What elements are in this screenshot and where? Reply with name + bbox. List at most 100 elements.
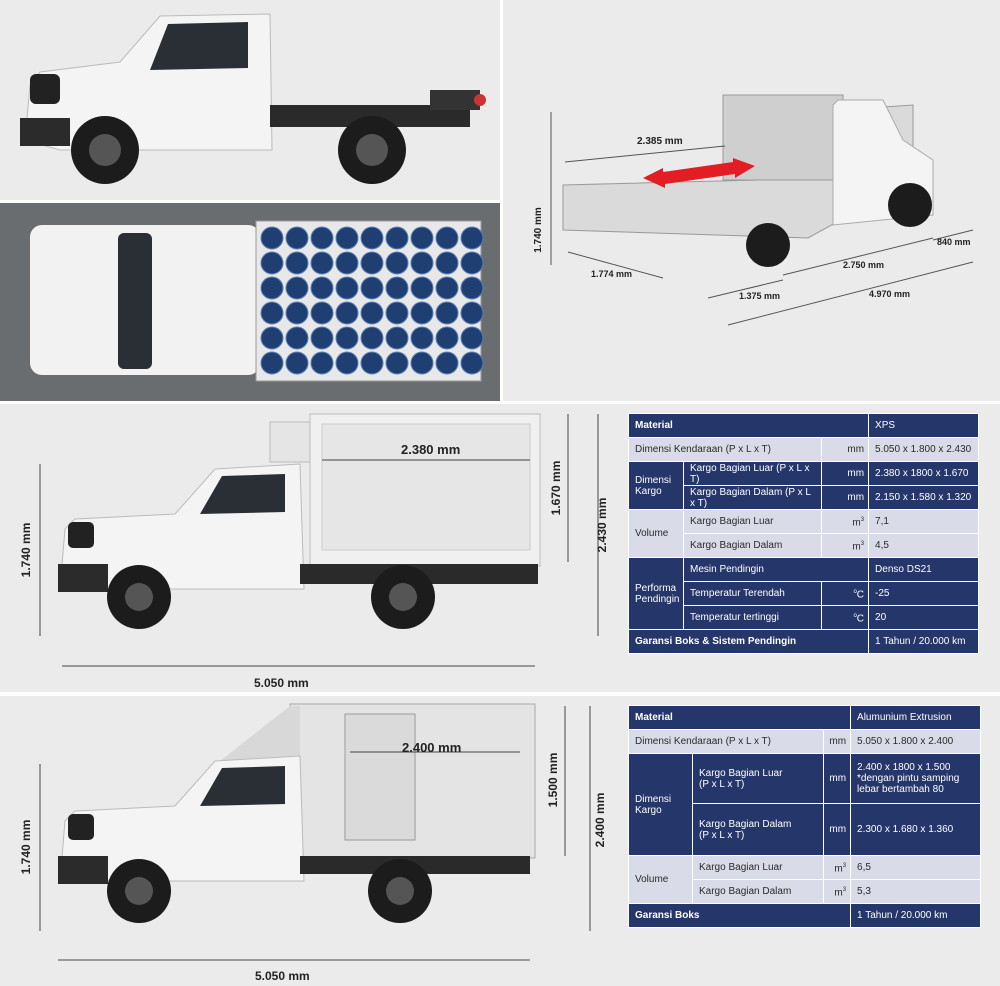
gallon-icon (260, 226, 284, 250)
box-vehicle-dim-label: Dimensi Kendaraan (P x L x T) (628, 729, 824, 754)
freezer-volume-group: Volume (628, 509, 684, 558)
box-vol-inner-label: Kargo Bagian Dalam (692, 879, 824, 904)
gallon-icon (410, 276, 434, 300)
gallon-icon (435, 351, 459, 375)
box-cargo-inner-label: Kargo Bagian Dalam(P x L x T) (692, 803, 824, 856)
gallon-icon (460, 251, 484, 275)
box-cargo-inner-unit: mm (822, 803, 852, 856)
freezer-vehicle-dim-unit: mm (820, 437, 870, 462)
gallon-icon (335, 226, 359, 250)
chassis-side-illustration (20, 13, 486, 184)
gallon-icon (460, 326, 484, 350)
gallon-icon (385, 276, 409, 300)
freezer-box-length-label: 2.380 mm (401, 442, 460, 457)
gallon-icon (260, 276, 284, 300)
gallon-icon (335, 326, 359, 350)
box-material-label: Material (627, 705, 852, 730)
gallon-icon (385, 326, 409, 350)
box-total-height-label: 2.400 mm (593, 793, 607, 848)
gallon-icon (410, 326, 434, 350)
freezer-vehicle-dim-label: Dimensi Kendaraan (P x L x T) (628, 437, 822, 462)
box-cab-height-label: 1.740 mm (19, 820, 33, 875)
pickup-dimension-illustration: 1.740 mm 2.385 mm 1.774 mm 2.750 mm 840 … (533, 94, 974, 326)
gallon-icon (460, 226, 484, 250)
gallon-icon (285, 276, 309, 300)
freezer-vol-inner-label: Kargo Bagian Dalam (683, 533, 822, 558)
freezer-material-value: XPS (868, 413, 980, 438)
box-cargo-group: Dimensi Kargo (628, 753, 693, 856)
gallon-icon (360, 351, 384, 375)
gallon-icon (410, 301, 434, 325)
gallon-icon (385, 351, 409, 375)
gallon-icon (410, 226, 434, 250)
gallon-icon (335, 301, 359, 325)
freezer-vol-outer-unit: m3 (820, 509, 870, 534)
gallon-icon (310, 276, 334, 300)
top-view-gallon-illustration (30, 220, 484, 382)
box-cargo-outer-unit: mm (822, 753, 852, 804)
freezer-total-length-label: 5.050 mm (254, 676, 309, 690)
freezer-total-height-label: 2.430 mm (595, 498, 609, 553)
freezer-engine-value: Denso DS21 (868, 557, 980, 582)
box-material-value: Alumunium Extrusion (850, 705, 982, 730)
gallon-icon (360, 226, 384, 250)
freezer-cargo-inner-value: 2.150 x 1.580 x 1.320 (868, 485, 980, 510)
gallon-icon (285, 351, 309, 375)
freezer-material-label: Material (627, 413, 870, 438)
freezer-vol-outer-label: Kargo Bagian Luar (683, 509, 822, 534)
freezer-box-height-label: 1.670 mm (549, 461, 563, 516)
gallon-icon (360, 326, 384, 350)
box-cargo-outer-value: 2.400 x 1800 x 1.500*dengan pintu sampin… (850, 753, 982, 804)
freezer-temp-high-value: 20 (868, 605, 980, 630)
gallon-icon (435, 301, 459, 325)
gallon-icon (435, 276, 459, 300)
gallon-icon (385, 251, 409, 275)
freezer-box-panel: 2.380 mm 1.740 mm 1.670 mm 2.430 mm 5.05… (0, 404, 1000, 692)
freezer-cab-height-label: 1.740 mm (19, 523, 33, 578)
gallon-icon (260, 326, 284, 350)
freezer-cargo-group: Dimensi Kargo (628, 461, 684, 510)
freezer-cargo-outer-value: 2.380 x 1800 x 1.670 (868, 461, 980, 486)
pickup-height-label: 1.740 mm (533, 207, 544, 253)
box-warranty-label: Garansi Boks (627, 903, 852, 928)
gallon-icon (285, 326, 309, 350)
box-box-height-label: 1.500 mm (546, 753, 560, 808)
box-volume-group: Volume (628, 855, 693, 904)
gallon-icon (435, 251, 459, 275)
gallon-icon (285, 301, 309, 325)
box-length-label: 2.400 mm (402, 740, 461, 755)
gallon-icon (310, 251, 334, 275)
freezer-perf-group: Performa Pendingin (628, 557, 684, 630)
gallon-icon (435, 326, 459, 350)
pickup-dimension-panel: 1.740 mm 2.385 mm 1.774 mm 2.750 mm 840 … (503, 0, 1000, 401)
freezer-box-illustration: 2.380 mm 1.740 mm 1.670 mm 2.430 mm 5.05… (19, 413, 609, 690)
chassis-side-view-panel (0, 0, 500, 200)
gallon-icon (335, 276, 359, 300)
gallon-icon (260, 351, 284, 375)
pickup-bed-length-label: 2.385 mm (637, 136, 683, 147)
gallon-icon (310, 351, 334, 375)
gallon-icon (310, 301, 334, 325)
box-car-panel: 2.400 mm 1.740 mm 1.500 mm 2.400 mm 5.05… (0, 696, 1000, 986)
pickup-bed-width-label: 1.774 mm (591, 269, 632, 279)
freezer-temp-low-unit: oC (820, 581, 870, 606)
gallon-icon (335, 251, 359, 275)
freezer-temp-high-unit: oC (820, 605, 870, 630)
box-car-illustration: 2.400 mm 1.740 mm 1.500 mm 2.400 mm 5.05… (19, 703, 607, 983)
freezer-vol-inner-value: 4,5 (868, 533, 980, 558)
gallon-icon (385, 226, 409, 250)
freezer-vehicle-dim-value: 5.050 x 1.800 x 2.430 (868, 437, 980, 462)
gallon-icon (360, 276, 384, 300)
pickup-total-length-label: 4.970 mm (869, 289, 910, 299)
freezer-cargo-outer-unit: mm (820, 461, 870, 486)
box-spec-table: Material Alumunium Extrusion Dimensi Ken… (627, 705, 982, 928)
gallon-icon (460, 351, 484, 375)
freezer-cargo-inner-unit: mm (820, 485, 870, 510)
freezer-cargo-inner-label: Kargo Bagian Dalam (P x L x T) (683, 485, 822, 510)
freezer-warranty-value: 1 Tahun / 20.000 km (868, 629, 980, 654)
gallon-icon (435, 226, 459, 250)
box-vehicle-dim-value: 5.050 x 1.800 x 2.400 (850, 729, 982, 754)
freezer-spec-table: Material XPS Dimensi Kendaraan (P x L x … (627, 413, 980, 654)
gallon-icon (460, 301, 484, 325)
box-vehicle-dim-unit: mm (822, 729, 852, 754)
